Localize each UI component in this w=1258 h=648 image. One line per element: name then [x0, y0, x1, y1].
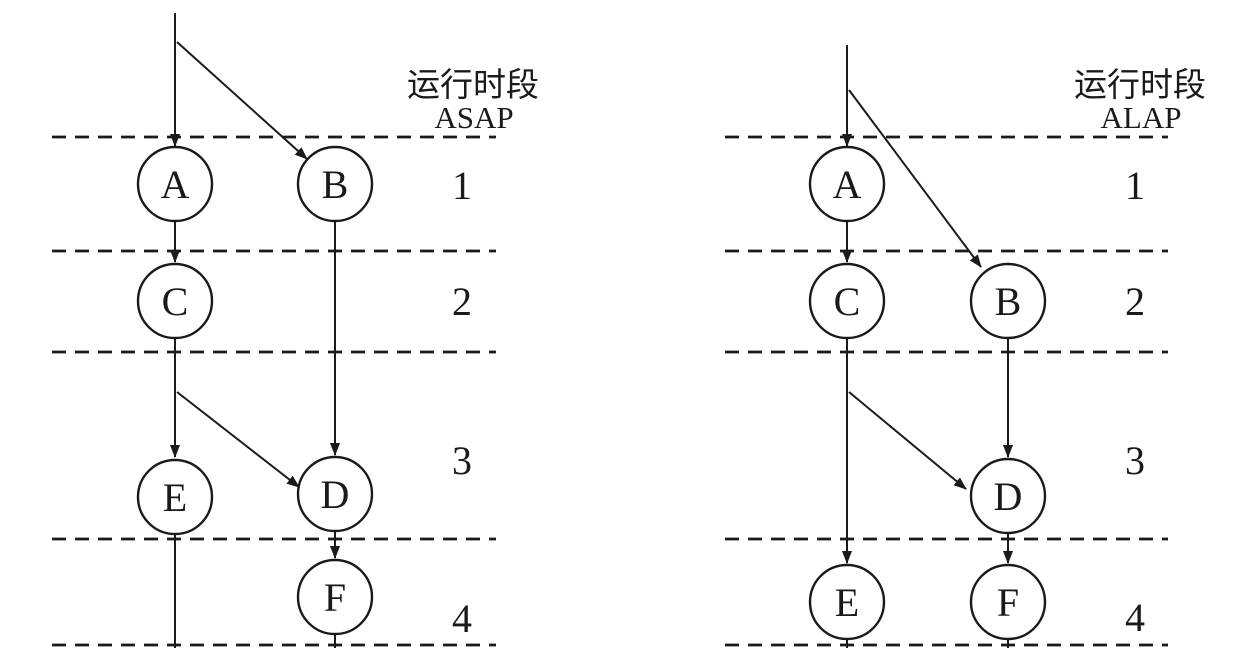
alap-node-A: A — [808, 145, 886, 223]
alap-diagram: A C B D E F 运行时段 ALAP 1 2 3 4 — [725, 45, 1206, 648]
alap-header-cjk: 运行时段 — [1074, 67, 1206, 104]
asap-node-C-label: C — [162, 279, 189, 324]
alap-slot-number-4: 4 — [1125, 595, 1145, 640]
asap-slot-number-1: 1 — [452, 163, 472, 208]
asap-node-E-circle — [136, 458, 214, 536]
alap-node-D-label: D — [994, 474, 1023, 519]
alap-node-E-label: E — [835, 580, 859, 625]
asap-node-E-label: E — [163, 475, 187, 520]
asap-node-A-label: A — [161, 162, 190, 207]
asap-node-D: D — [296, 455, 374, 533]
asap-slot-number-2: 2 — [452, 279, 472, 324]
asap-node-F-label: F — [324, 575, 346, 620]
asap-node-B-label: B — [322, 162, 349, 207]
alap-edge-input-B — [848, 89, 982, 268]
asap-node-B: B — [296, 145, 374, 223]
alap-node-C-label: C — [834, 279, 861, 324]
alap-node-A-circle — [808, 145, 886, 223]
alap-node-B-circle — [969, 262, 1047, 340]
alap-node-B: B — [969, 262, 1047, 340]
asap-node-C-circle — [136, 262, 214, 340]
asap-node-F: F — [296, 558, 374, 636]
asap-node-C: C — [136, 262, 214, 340]
alap-node-C: C — [808, 262, 886, 340]
asap-node-A: A — [136, 145, 214, 223]
asap-node-F-circle — [296, 558, 374, 636]
alap-node-F: F — [969, 563, 1047, 641]
asap-diagram: A B C E D F 运行时段 ASAP 1 2 3 4 — [52, 13, 539, 648]
alap-node-F-circle — [969, 563, 1047, 641]
alap-header-latin: ALAP — [1101, 100, 1182, 135]
alap-edge-C-D — [848, 391, 967, 490]
alap-node-A-label: A — [833, 162, 862, 207]
alap-node-F-label: F — [997, 580, 1019, 625]
alap-node-D-circle — [969, 457, 1047, 535]
alap-node-D: D — [969, 457, 1047, 535]
asap-node-E: E — [136, 458, 214, 536]
alap-node-C-circle — [808, 262, 886, 340]
asap-node-D-circle — [296, 455, 374, 533]
asap-node-B-circle — [296, 145, 374, 223]
asap-edge-C-D — [176, 391, 300, 488]
alap-slot-number-3: 3 — [1125, 438, 1145, 483]
alap-node-E-circle — [808, 563, 886, 641]
asap-edge-input-B — [176, 41, 308, 160]
asap-node-D-label: D — [321, 472, 350, 517]
alap-node-E: E — [808, 563, 886, 641]
asap-slot-number-4: 4 — [452, 596, 472, 641]
asap-slot-number-3: 3 — [452, 438, 472, 483]
alap-node-B-label: B — [995, 279, 1022, 324]
asap-node-A-circle — [136, 145, 214, 223]
alap-slot-number-1: 1 — [1125, 163, 1145, 208]
alap-slot-number-2: 2 — [1125, 279, 1145, 324]
asap-header-latin: ASAP — [434, 100, 513, 135]
asap-header-cjk: 运行时段 — [407, 67, 539, 104]
